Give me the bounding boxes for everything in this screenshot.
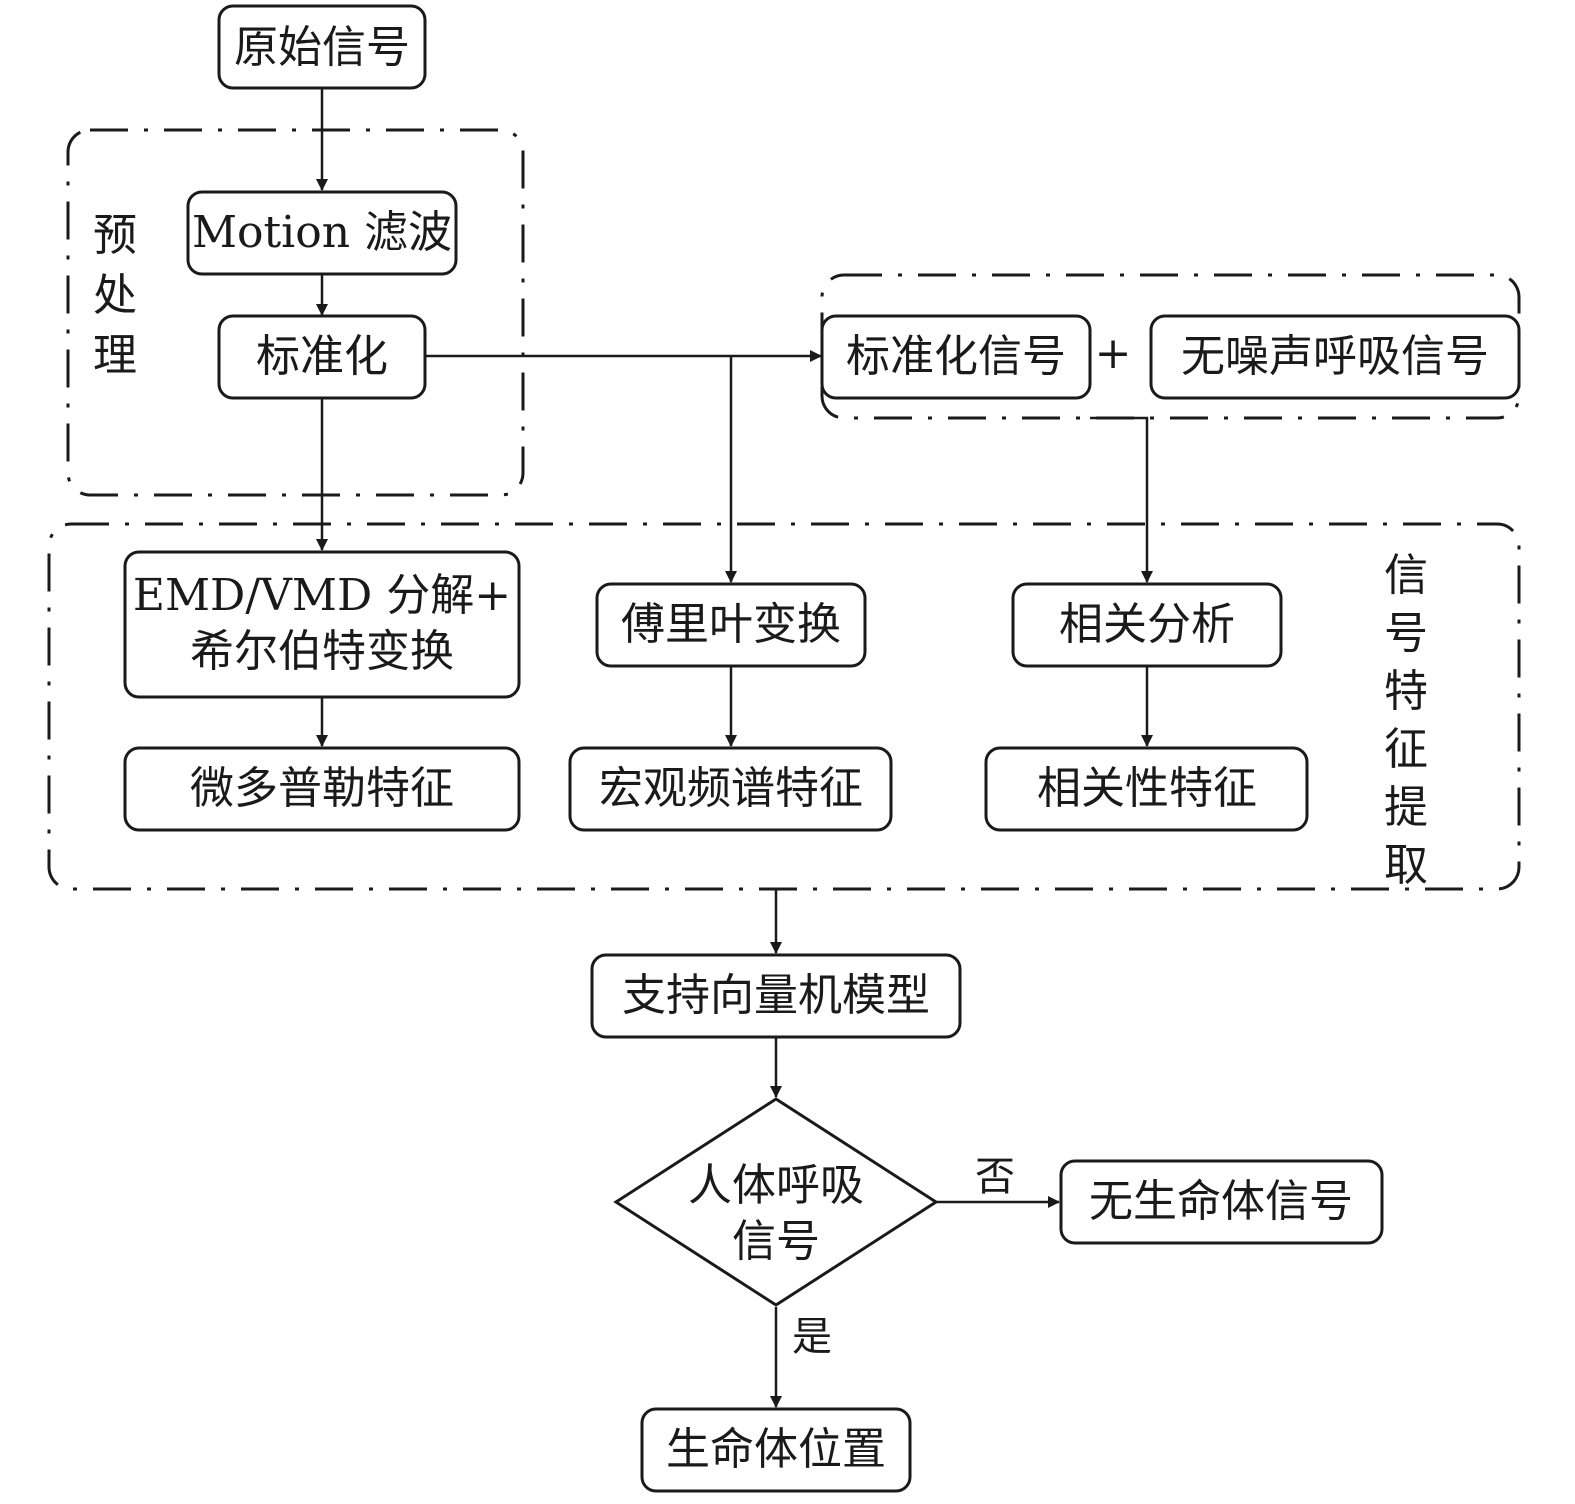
node-life-position-label: 生命体位置 bbox=[666, 1424, 886, 1475]
node-micro-doppler-label: 微多普勒特征 bbox=[190, 763, 454, 814]
node-correlation-label: 相关分析 bbox=[1059, 599, 1235, 650]
node-correlation: 相关分析 bbox=[1011, 582, 1283, 668]
feature-extraction-label-char: 取 bbox=[1384, 840, 1428, 891]
preprocess-label: 预 处 理 bbox=[93, 210, 137, 381]
node-life-position: 生命体位置 bbox=[640, 1407, 912, 1493]
node-correlation-feature: 相关性特征 bbox=[984, 746, 1309, 832]
node-svm-label: 支持向量机模型 bbox=[622, 970, 930, 1021]
node-decision-human-breath: 人体呼吸 信号 bbox=[613, 1097, 939, 1307]
node-raw-signal-label: 原始信号 bbox=[234, 22, 410, 73]
node-noise-free-breath-label: 无噪声呼吸信号 bbox=[1181, 331, 1489, 382]
preprocess-label-char: 理 bbox=[93, 330, 137, 381]
node-decision-label-line2: 信号 bbox=[732, 1216, 820, 1267]
edge-signal-pair-to-correlation bbox=[1090, 416, 1153, 583]
preprocess-group-frame bbox=[66, 128, 525, 497]
node-correlation-feature-label: 相关性特征 bbox=[1037, 763, 1257, 814]
node-fourier-label: 傅里叶变换 bbox=[621, 599, 841, 650]
feature-extraction-label-char: 提 bbox=[1384, 782, 1428, 833]
feature-extraction-label-char: 信 bbox=[1384, 550, 1428, 601]
node-emd-vmd-hilbert: EMD/VMD 分解+ 希尔伯特变换 bbox=[123, 550, 521, 699]
edge-label-no: 否 bbox=[975, 1154, 1015, 1200]
feature-extraction-label-char: 号 bbox=[1384, 608, 1428, 659]
node-motion-filter-label: Motion 滤波 bbox=[192, 207, 452, 258]
node-decision-label-line1: 人体呼吸 bbox=[688, 1160, 864, 1211]
plus-sign: + bbox=[1095, 328, 1132, 379]
node-motion-filter: Motion 滤波 bbox=[186, 190, 458, 276]
preprocess-label-char: 处 bbox=[93, 270, 137, 321]
edge-label-yes: 是 bbox=[792, 1314, 832, 1360]
node-noise-free-breath: 无噪声呼吸信号 bbox=[1149, 314, 1521, 400]
node-macro-spectrum-label: 宏观频谱特征 bbox=[599, 763, 863, 814]
node-std-signal-label: 标准化信号 bbox=[846, 331, 1066, 382]
node-emd-vmd-label-line1: EMD/VMD 分解+ bbox=[133, 570, 511, 621]
node-macro-spectrum: 宏观频谱特征 bbox=[568, 746, 893, 832]
feature-extraction-group-frame bbox=[47, 522, 1521, 891]
node-micro-doppler: 微多普勒特征 bbox=[123, 746, 521, 832]
node-standardize-label: 标准化 bbox=[256, 331, 388, 382]
node-fourier: 傅里叶变换 bbox=[595, 582, 867, 668]
feature-extraction-label-char: 征 bbox=[1384, 724, 1428, 775]
node-std-signal: 标准化信号 bbox=[820, 314, 1092, 400]
node-raw-signal: 原始信号 bbox=[217, 4, 427, 90]
preprocess-label-char: 预 bbox=[93, 210, 137, 261]
node-emd-vmd-label-line2: 希尔伯特变换 bbox=[190, 626, 454, 677]
node-svm: 支持向量机模型 bbox=[590, 953, 962, 1039]
feature-extraction-label-char: 特 bbox=[1384, 666, 1428, 717]
node-no-life-signal-label: 无生命体信号 bbox=[1089, 1176, 1353, 1227]
feature-extraction-label: 信 号 特 征 提 取 bbox=[1384, 550, 1428, 891]
node-standardize: 标准化 bbox=[217, 314, 427, 400]
node-no-life-signal: 无生命体信号 bbox=[1059, 1159, 1384, 1245]
